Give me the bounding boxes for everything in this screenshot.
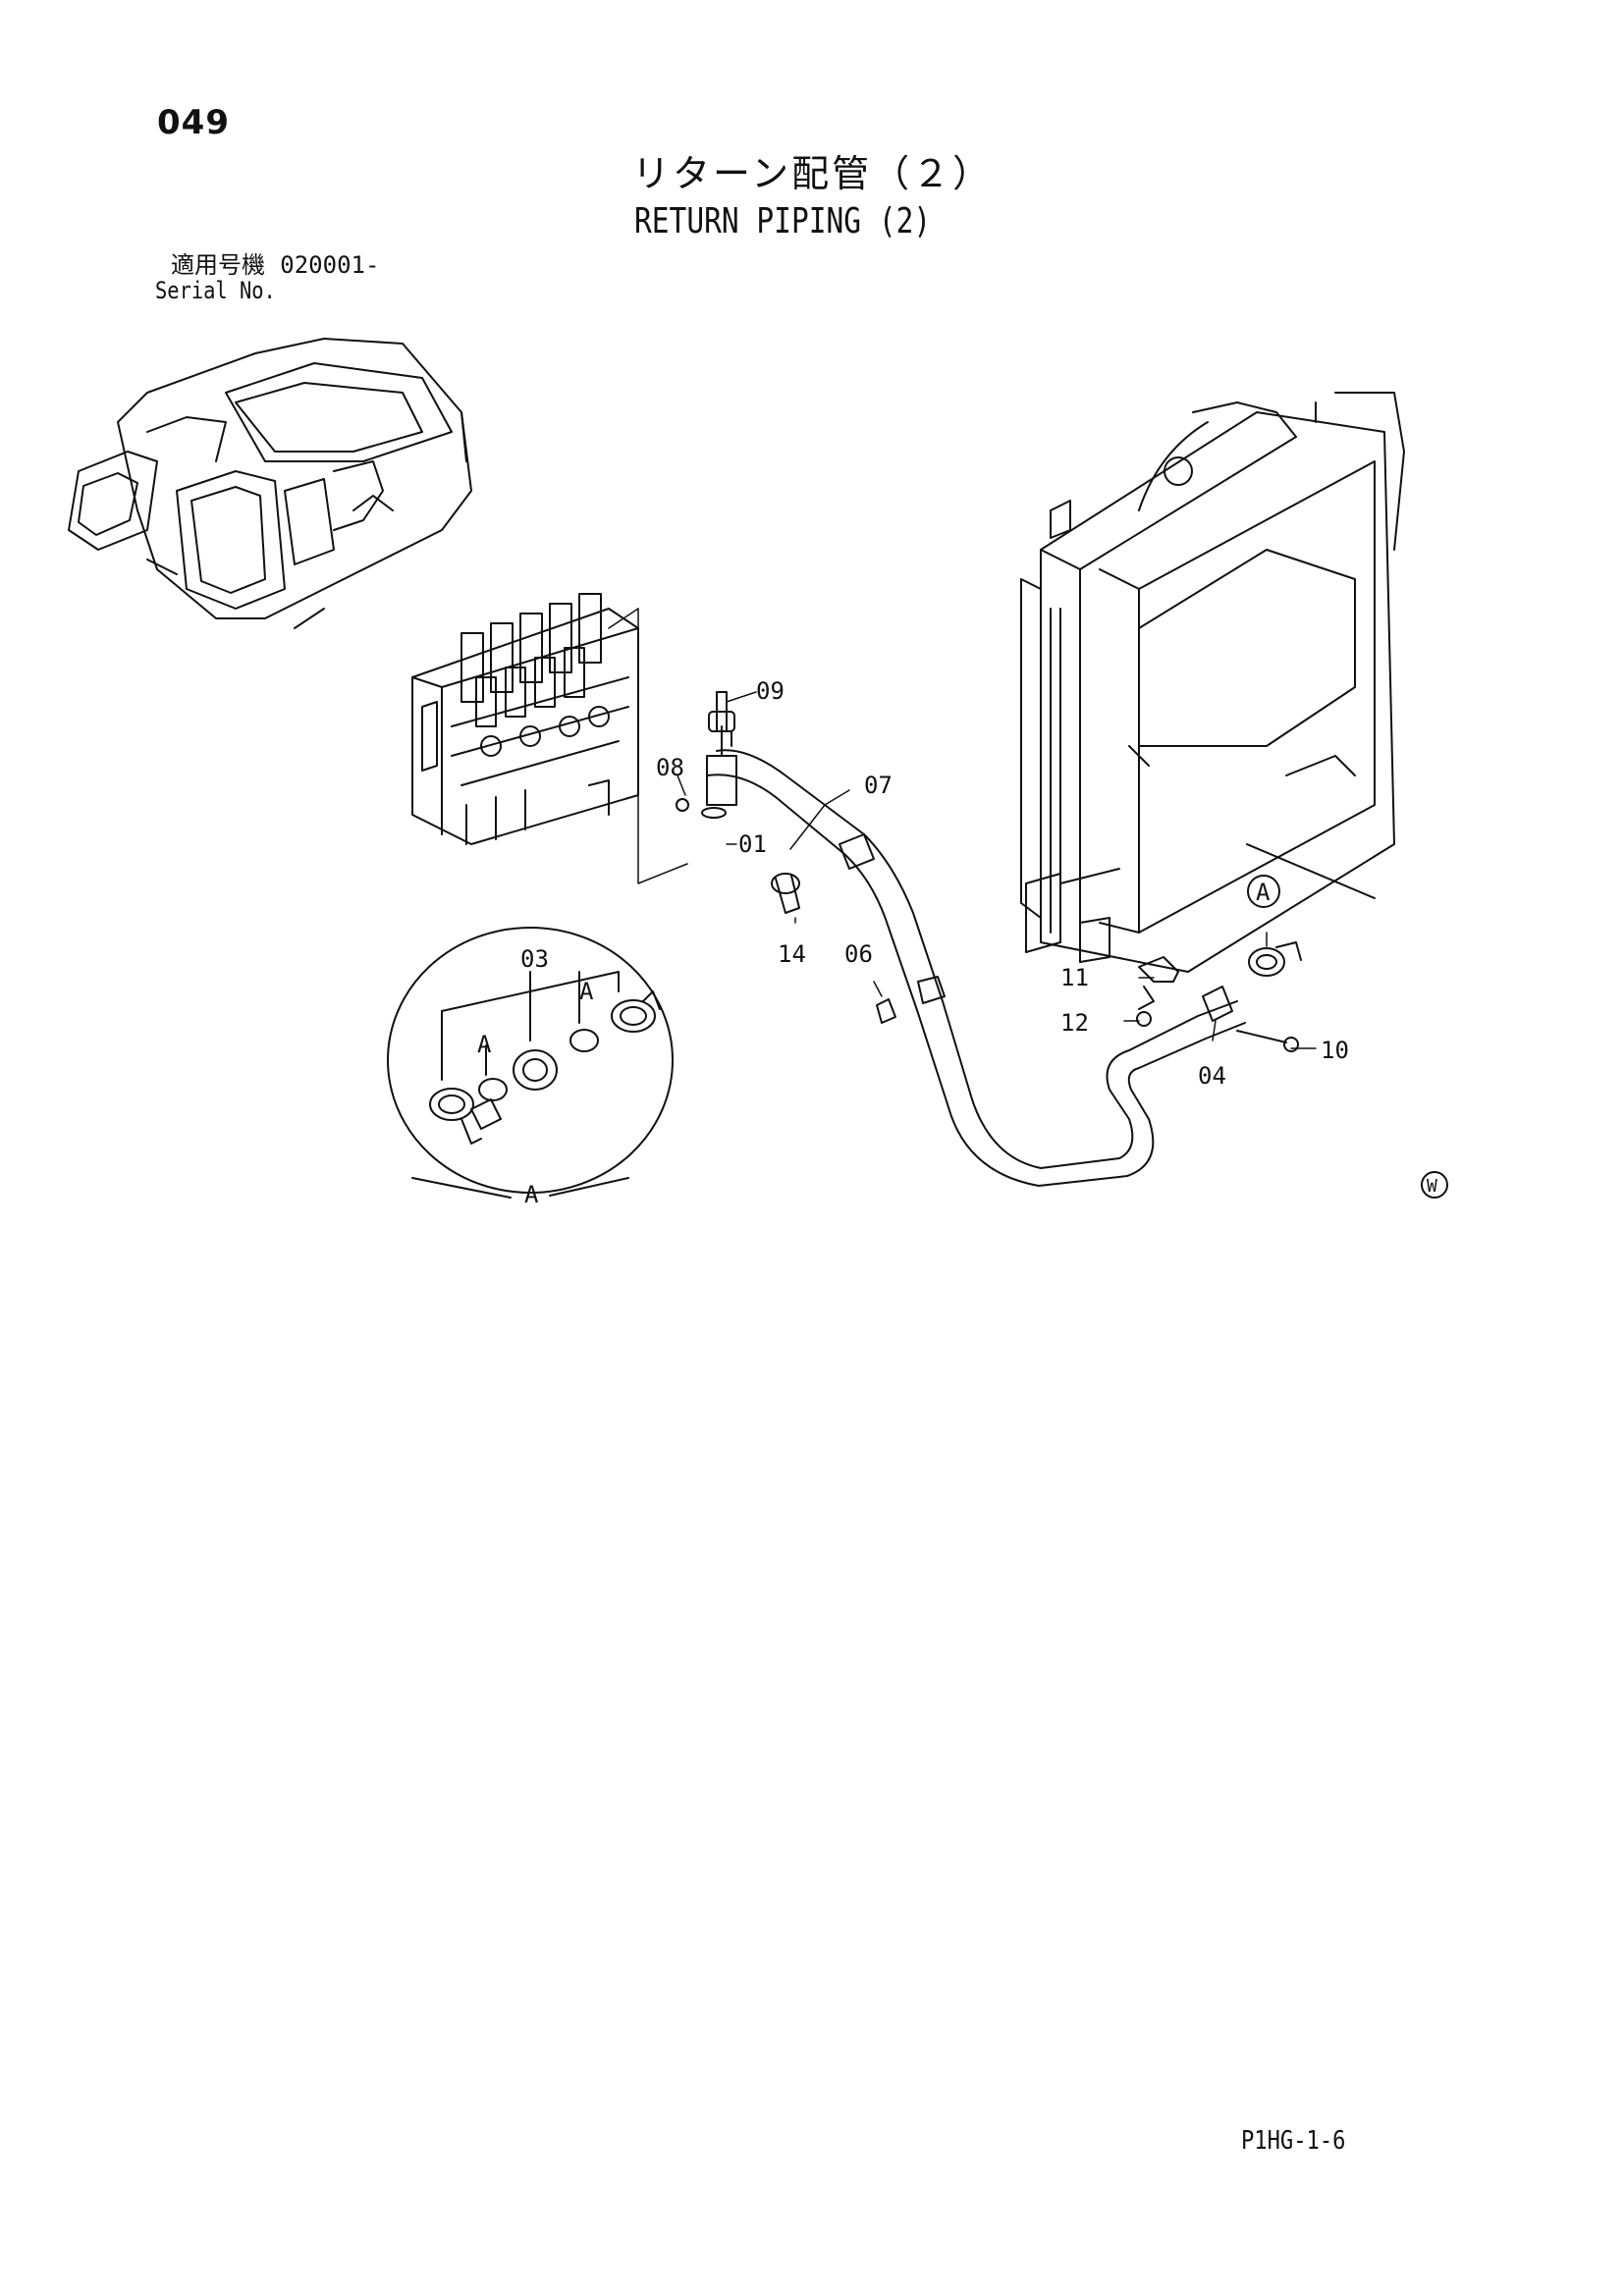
serial-label-japanese: 適用号機 020001-: [171, 253, 379, 277]
callout-01: 01: [738, 830, 767, 858]
title-japanese: リターン配管（２）: [632, 152, 994, 195]
serial-label-jp-text: 適用号機: [171, 251, 265, 279]
callout-11: 11: [1060, 964, 1089, 991]
detail-a-mark-2: A: [579, 978, 594, 1005]
callout-10: 10: [1321, 1037, 1349, 1064]
control-valve-drawing: [411, 593, 639, 845]
title-english: RETURN PIPING (2): [634, 201, 932, 241]
callout-08: 08: [656, 754, 684, 781]
callout-07: 07: [864, 772, 893, 799]
serial-label-english: Serial No.: [155, 277, 276, 304]
callout-03: 03: [520, 945, 549, 973]
return-hose-07: [706, 749, 1246, 1187]
detail-a-label: A: [524, 1181, 539, 1208]
excavator-overview-drawing: [68, 338, 472, 629]
callout-06: 06: [844, 940, 873, 968]
page-number: 049: [157, 103, 230, 142]
detail-a-circle: [387, 927, 674, 1199]
w-mark-text: W: [1427, 1176, 1437, 1197]
footer-code: P1HG-1-6: [1241, 2126, 1346, 2156]
callout-14: 14: [778, 940, 806, 968]
serial-value: 020001-: [280, 251, 380, 279]
radiator-connection-parts: [1136, 941, 1302, 1052]
fitting-parts-01-08-09: [676, 691, 737, 819]
callout-12: 12: [1060, 1009, 1089, 1037]
radiator-oil-cooler-drawing: [1020, 392, 1405, 973]
w-mark: W: [1421, 1171, 1448, 1199]
callout-09: 09: [756, 677, 785, 705]
valve-leader-lines: [608, 608, 688, 884]
callout-04: 04: [1198, 1062, 1226, 1090]
radiator-a-callout: A: [1247, 875, 1280, 908]
clamp-parts-06-14: [771, 833, 946, 1024]
detail-a-mark-1: A: [477, 1031, 492, 1058]
radiator-a-mark: A: [1256, 879, 1271, 906]
callout-leader-lines: [677, 691, 1317, 1049]
